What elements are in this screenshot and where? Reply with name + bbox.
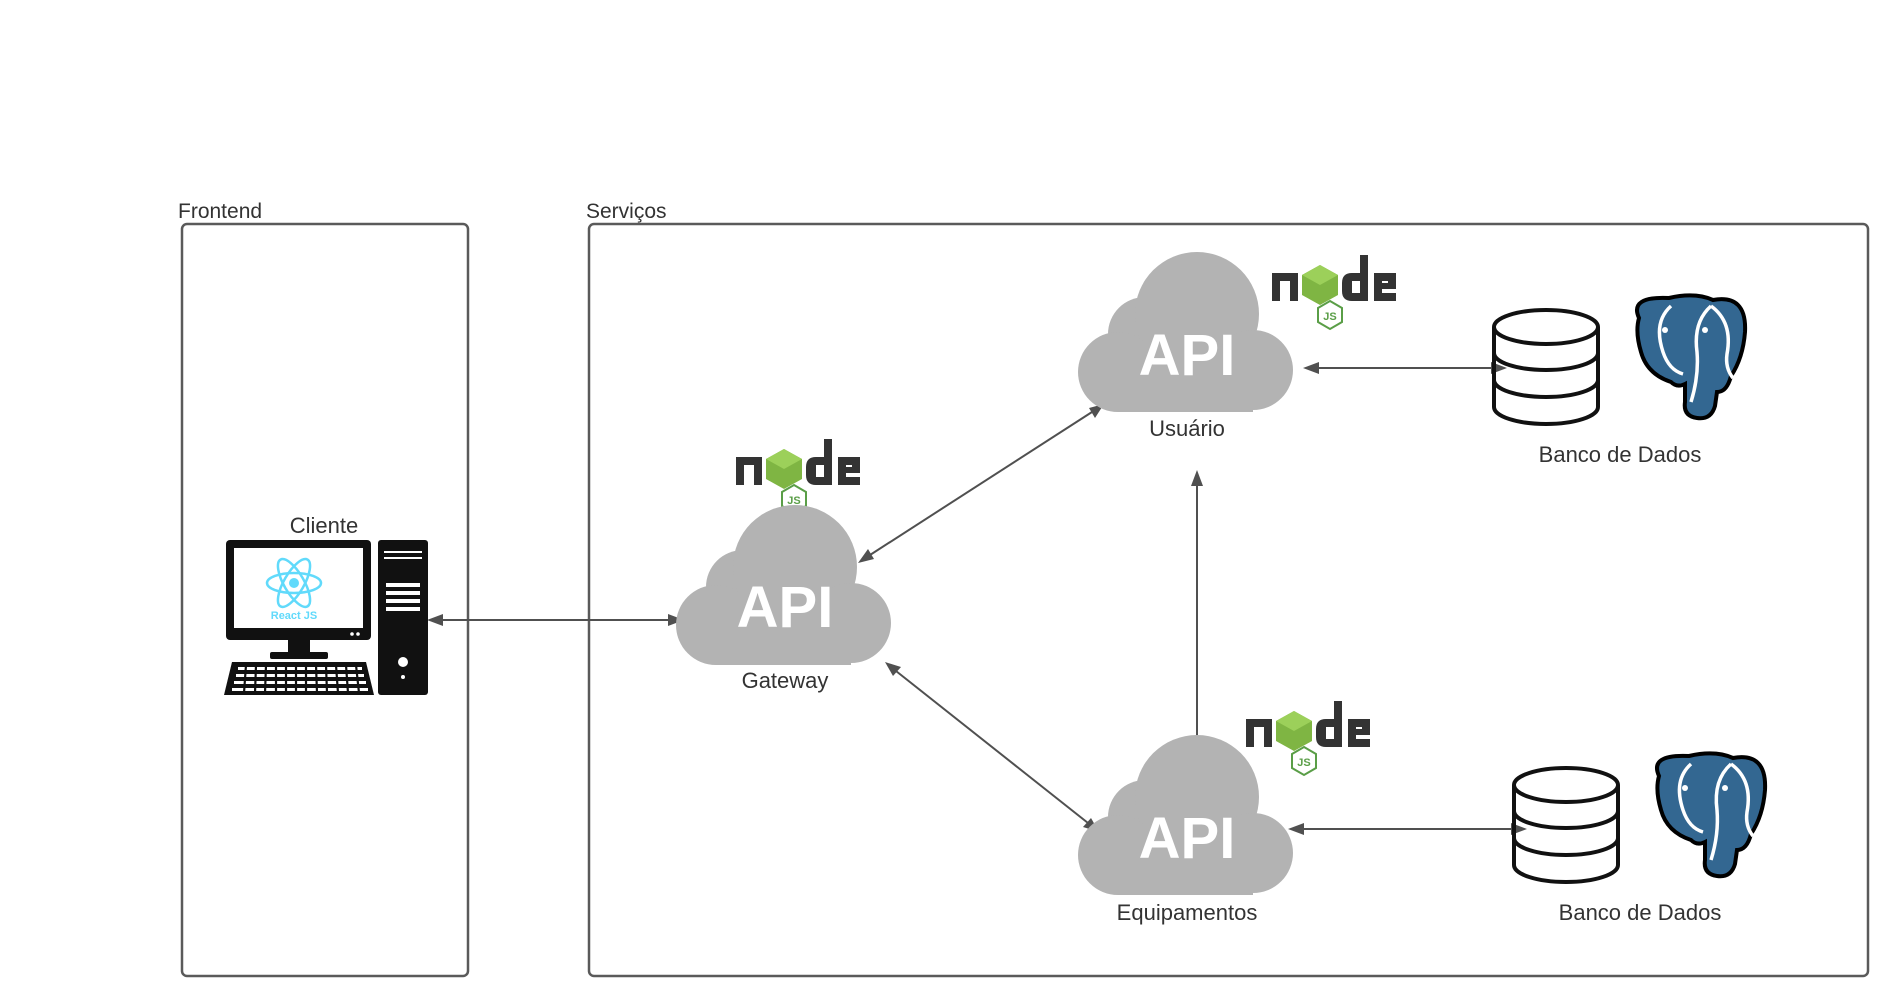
postgresql-elephant-icon — [1635, 293, 1748, 421]
nodejs-logo-icon — [735, 438, 861, 514]
api-gateway-title: API — [737, 575, 834, 640]
frontend-region-label: Frontend — [178, 200, 262, 223]
client-label: Cliente — [290, 513, 358, 538]
edge-gateway-equipamentos — [895, 670, 1089, 824]
arrowhead — [668, 614, 684, 626]
api-equipamentos-title: API — [1139, 806, 1236, 871]
edge-gateway-usuario — [869, 411, 1093, 556]
arrowhead — [427, 614, 443, 626]
db-equipamentos-label: Banco de Dados — [1559, 900, 1722, 925]
db-usuario-label: Banco de Dados — [1539, 442, 1702, 467]
api-gateway-node: API Gateway — [676, 438, 891, 693]
nodejs-logo-icon — [1271, 254, 1397, 330]
db-usuario-node: Banco de Dados — [1492, 293, 1748, 467]
api-usuario-node: API Usuário — [1078, 252, 1397, 441]
arrowhead — [1191, 470, 1203, 486]
client-node: Cliente — [224, 513, 428, 695]
api-usuario-title: API — [1139, 323, 1236, 388]
api-equipamentos-node: API Equipamentos — [1078, 700, 1371, 925]
nodejs-logo-icon — [1245, 700, 1371, 776]
frontend-region: Frontend — [178, 200, 470, 978]
arrowhead — [885, 662, 901, 676]
postgresql-elephant-icon — [1655, 751, 1768, 879]
services-region: Serviços — [586, 200, 1870, 978]
connections — [427, 362, 1527, 835]
api-gateway-label: Gateway — [742, 668, 829, 693]
db-equipamentos-node: Banco de Dados — [1512, 751, 1768, 925]
arrowhead — [1288, 823, 1304, 835]
arrowhead — [1303, 362, 1319, 374]
api-usuario-label: Usuário — [1149, 416, 1225, 441]
react-logo-icon — [265, 557, 323, 609]
database-icon — [1492, 308, 1600, 426]
database-icon — [1512, 766, 1620, 884]
services-region-label: Serviços — [586, 200, 667, 223]
arrowhead — [858, 549, 874, 563]
react-caption: React JS — [271, 610, 317, 622]
desktop-computer-icon — [224, 540, 428, 695]
api-equipamentos-label: Equipamentos — [1117, 900, 1258, 925]
